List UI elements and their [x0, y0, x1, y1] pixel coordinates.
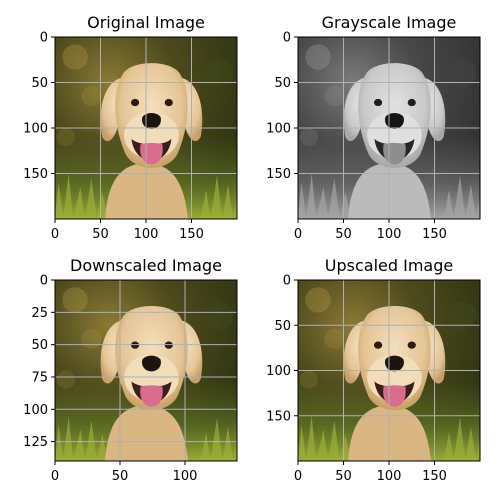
y-tick-label: 125	[23, 435, 48, 450]
x-tick-label: 0	[51, 469, 59, 484]
axes-frame	[297, 279, 481, 462]
panel-2: Grayscale Image 0 50 100 150 0 50 100 150	[266, 13, 481, 242]
panel-4: Upscaled Image 0 50 100 150 0 50 100 150	[266, 256, 481, 484]
panel-3: Downscaled Image 0 50 100 0 25 50 75 100 125	[23, 256, 238, 484]
y-tick-label: 150	[266, 409, 291, 424]
panel-title: Upscaled Image	[325, 256, 453, 275]
x-tick-label: 50	[112, 469, 129, 484]
y-tick-label: 50	[31, 76, 48, 91]
y-tick-label: 100	[266, 122, 291, 137]
x-tick-label: 100	[377, 227, 402, 242]
x-tick-label: 100	[377, 469, 402, 484]
x-tick-label: 150	[422, 469, 447, 484]
y-tick-label: 100	[23, 122, 48, 137]
y-tick-label: 50	[274, 319, 291, 334]
axes-frame	[297, 36, 481, 220]
y-tick-label: 100	[266, 364, 291, 379]
y-tick-label: 0	[40, 274, 48, 289]
panel-title: Downscaled Image	[70, 256, 222, 275]
y-tick-label: 75	[31, 370, 48, 385]
x-tick-label: 0	[294, 227, 302, 242]
photo-image	[55, 280, 237, 461]
x-tick-label: 50	[335, 469, 352, 484]
y-tick-label: 50	[274, 76, 291, 91]
panel-title: Original Image	[87, 13, 205, 32]
y-tick-label: 0	[283, 31, 291, 46]
x-tick-label: 50	[335, 227, 352, 242]
y-tick-label: 0	[40, 31, 48, 46]
x-tick-label: 100	[173, 469, 198, 484]
panel-title: Grayscale Image	[322, 13, 457, 32]
x-tick-label: 0	[294, 469, 302, 484]
x-tick-label: 0	[51, 227, 59, 242]
axes-frame	[54, 36, 238, 220]
y-tick-label: 25	[31, 306, 48, 321]
y-tick-label: 50	[31, 338, 48, 353]
x-tick-label: 150	[422, 227, 447, 242]
y-tick-label: 100	[23, 403, 48, 418]
axes-frame	[54, 279, 238, 462]
y-tick-label: 0	[283, 274, 291, 289]
y-tick-label: 150	[266, 167, 291, 182]
x-tick-label: 100	[134, 227, 159, 242]
x-tick-label: 50	[92, 227, 109, 242]
y-tick-label: 150	[23, 167, 48, 182]
x-tick-label: 150	[179, 227, 204, 242]
panel-1: Original Image 0 50 100 150 0 50 100 150	[23, 13, 238, 242]
